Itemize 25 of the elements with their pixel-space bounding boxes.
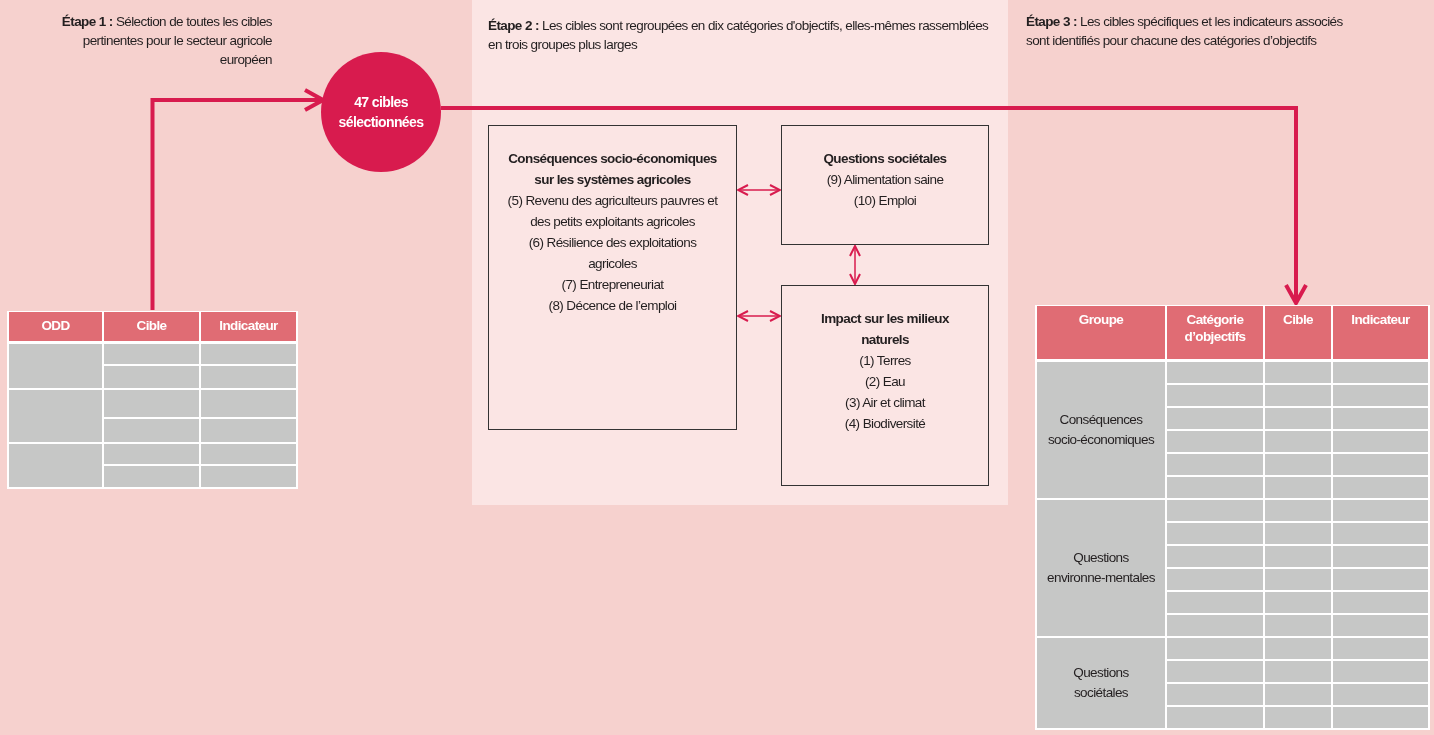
- arrow: [737, 184, 781, 196]
- selection-circle: 47 cibles sélectionnées: [321, 52, 441, 172]
- step-description: Étape 2 : Les cibles sont regroupées en dix catégories d'objectifs, elles-mêmes rassemblées en trois groupes plus larges: [488, 17, 990, 54]
- step-panel: [472, 0, 1008, 505]
- table-header-cell: Indicateur: [201, 312, 296, 341]
- group-cell: Questions environne-mentales: [1037, 500, 1165, 636]
- arrow: [150, 88, 325, 310]
- table: [7, 311, 298, 489]
- category-box: Conséquences socio-économiques sur les systèmes agricoles (5) Revenu des agriculteurs pauvres et des petits exploitants agricoles (6) Résilience des exploitations agricoles (7) Entrepreneuriat (8) Décence de l’emploi: [488, 125, 737, 430]
- step-description: Étape 1 : Sélection de toutes les cibles pertinentes pour le secteur agricole européen: [60, 13, 272, 69]
- category-box: Impact sur les milieux naturels (1) Terres (2) Eau (3) Air et climat (4) Biodiversité: [781, 285, 989, 486]
- table-header-cell: Cible: [1265, 306, 1331, 359]
- arrow: [441, 106, 1308, 305]
- table-header-cell: ODD: [9, 312, 102, 341]
- table-header-cell: Cible: [104, 312, 199, 341]
- category-box: Questions sociétales (9) Alimentation saine (10) Emploi: [781, 125, 989, 245]
- table-header-cell: Groupe: [1037, 306, 1165, 359]
- table-header-cell: Catégorie d’objectifs: [1167, 306, 1263, 359]
- group-cell: Questions sociétales: [1037, 638, 1165, 728]
- group-cell: Conséquences socio-économiques: [1037, 362, 1165, 498]
- step-description: Étape 3 : Les cibles spécifiques et les indicateurs associés sont identifiés pour chacune des catégories d’objectifs: [1026, 13, 1344, 50]
- table-header-cell: Indicateur: [1333, 306, 1428, 359]
- table: [1035, 305, 1430, 730]
- arrow: [849, 245, 861, 285]
- arrow: [737, 310, 781, 322]
